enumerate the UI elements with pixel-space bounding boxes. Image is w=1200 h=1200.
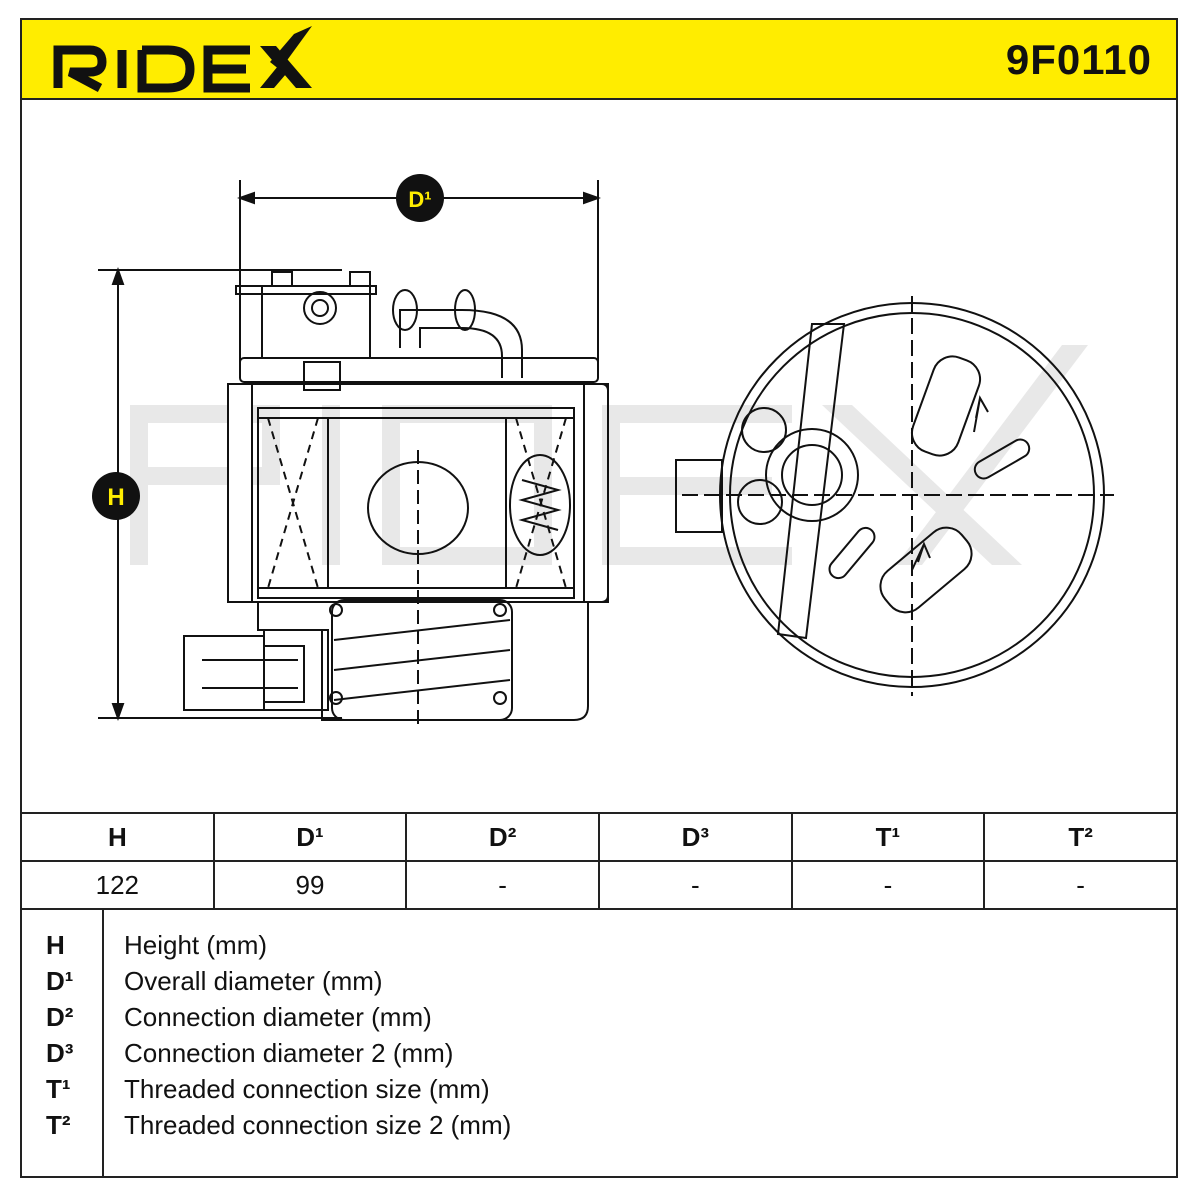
legend-key: T² (46, 1110, 71, 1140)
legend: H Height (mm) D¹ Overall diameter (mm) D… (20, 908, 1178, 1178)
svg-text:H: H (107, 484, 124, 511)
legend-item-d1: D¹ Overall diameter (mm) (20, 966, 1178, 1002)
svg-text:D¹: D¹ (408, 187, 431, 212)
legend-key: H (46, 930, 65, 960)
technical-drawing: H D¹ (92, 174, 1114, 726)
filter-side-view (98, 180, 609, 726)
legend-item-t2: T² Threaded connection size 2 (mm) (20, 1110, 1178, 1146)
legend-text: Height (mm) (124, 930, 268, 960)
col-header-t1: T¹ (790, 812, 986, 862)
legend-item-h: H Height (mm) (20, 930, 1178, 966)
legend-key: D² (46, 1002, 74, 1032)
diameter-label-badge: D¹ (396, 174, 444, 222)
value-d3: - (597, 860, 793, 910)
col-header-d1: D¹ (212, 812, 408, 862)
legend-key: D³ (46, 1038, 74, 1068)
legend-divider (102, 908, 104, 1178)
legend-key: D¹ (46, 966, 74, 996)
col-header-d2: D² (405, 812, 600, 862)
col-header-t2: T² (983, 812, 1178, 862)
height-label-badge: H (92, 472, 140, 520)
legend-text: Threaded connection size (mm) (124, 1074, 490, 1104)
specs-table: H D¹ D² D³ T¹ T² 122 99 - - - - (20, 812, 1178, 910)
col-header-d3: D³ (597, 812, 793, 862)
part-number: 9F0110 (1005, 36, 1152, 83)
value-d1: 99 (212, 860, 408, 910)
value-d2: - (405, 860, 600, 910)
value-h: 122 (20, 860, 215, 910)
col-header-h: H (20, 812, 215, 862)
filter-top-view (675, 296, 1114, 696)
legend-text: Threaded connection size 2 (mm) (124, 1110, 512, 1140)
specs-value-row: 122 99 - - - - (20, 860, 1178, 910)
header-bar: 9F0110 (20, 18, 1178, 100)
legend-item-t1: T¹ Threaded connection size (mm) (20, 1074, 1178, 1110)
specs-header-row: H D¹ D² D³ T¹ T² (20, 812, 1178, 862)
legend-key: T¹ (46, 1074, 71, 1104)
legend-text: Connection diameter 2 (mm) (124, 1038, 454, 1068)
legend-text: Connection diameter (mm) (124, 1002, 432, 1032)
legend-text: Overall diameter (mm) (124, 966, 383, 996)
legend-item-d2: D² Connection diameter (mm) (20, 1002, 1178, 1038)
value-t1: - (790, 860, 986, 910)
ridex-logo (53, 26, 312, 93)
legend-item-d3: D³ Connection diameter 2 (mm) (20, 1038, 1178, 1074)
value-t2: - (983, 860, 1178, 910)
